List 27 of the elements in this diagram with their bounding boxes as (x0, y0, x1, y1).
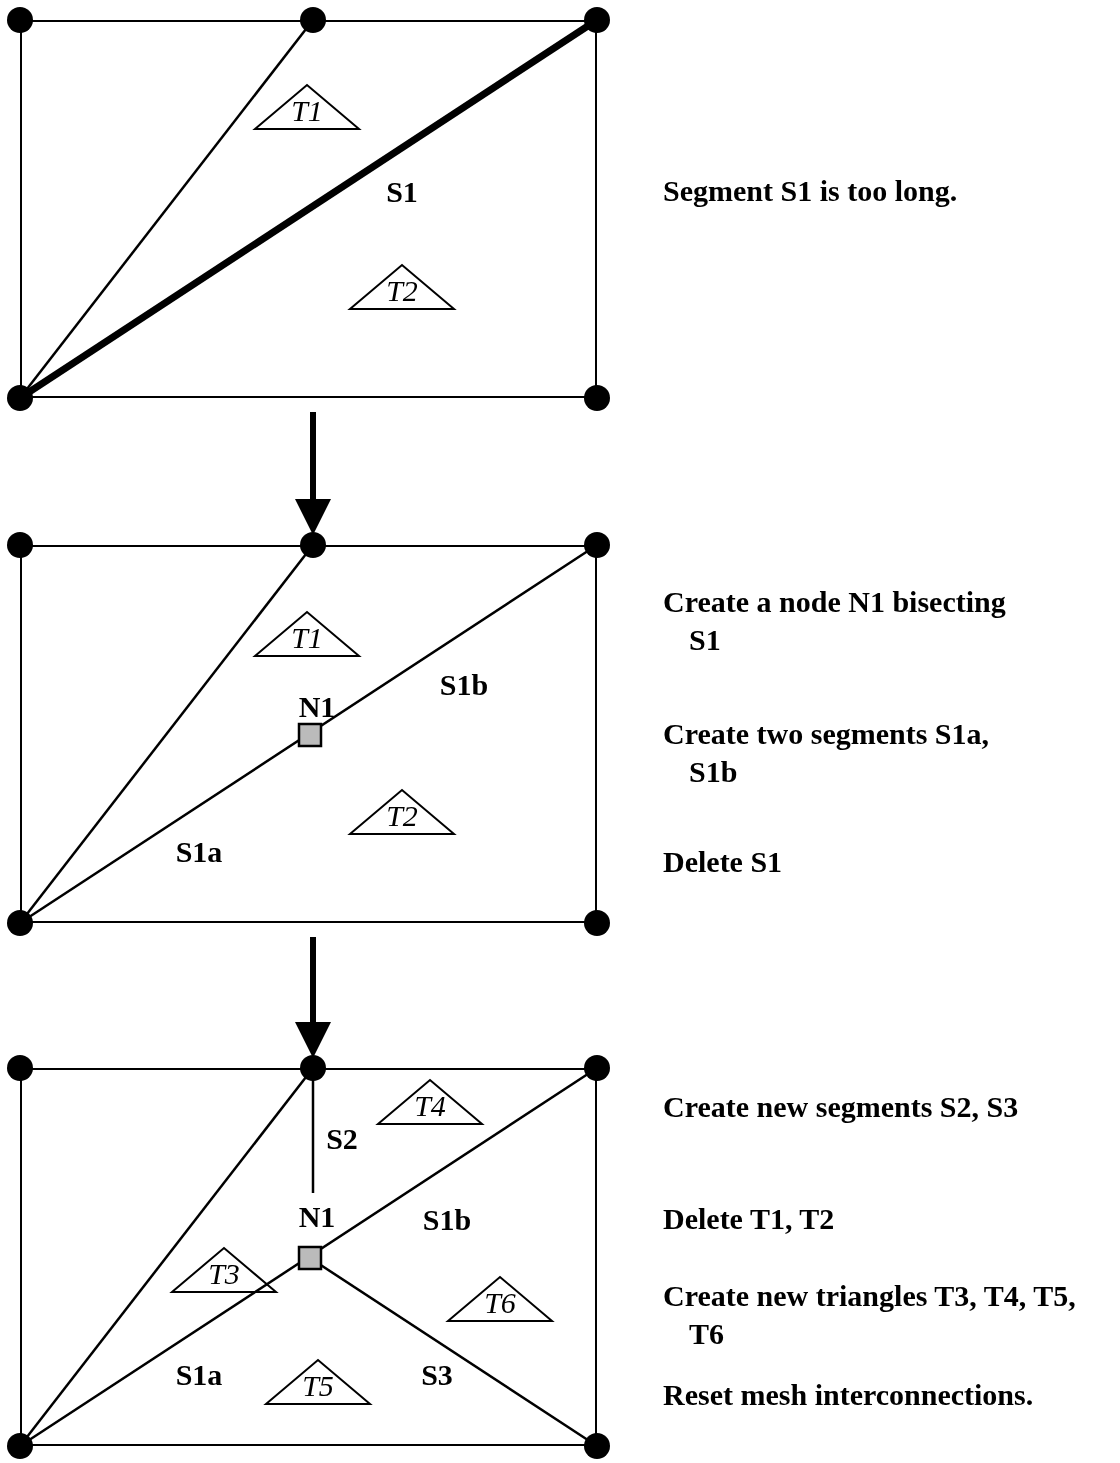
triangle-marker: T6 (447, 1276, 553, 1322)
segment-label: S1a (175, 1360, 223, 1390)
arrow (295, 412, 331, 535)
step-note: Delete T1, T2 (663, 1201, 836, 1237)
triangle-marker: T2 (349, 264, 455, 310)
triangle-marker: T2 (349, 789, 455, 835)
triangle-marker: T3 (171, 1247, 277, 1293)
step-note: Create two segments S1a, S1b (663, 716, 991, 790)
arrow (295, 937, 331, 1058)
segment-label: S1b (422, 1205, 472, 1235)
segment-label: S3 (421, 1360, 453, 1390)
step-note: Create a node N1 bisecting S1 (663, 584, 1007, 658)
segment-label: S2 (326, 1124, 358, 1154)
segment-label: S1 (386, 177, 418, 207)
step-note: Segment S1 is too long. (663, 173, 959, 209)
triangle-marker: T5 (265, 1359, 371, 1405)
step-note: Delete S1 (663, 844, 784, 880)
segment-label: S1b (439, 670, 489, 700)
triangle-marker: T1 (254, 611, 360, 657)
segment-label: N1 (298, 692, 336, 722)
triangle-marker: T1 (254, 84, 360, 130)
step-note: Reset mesh interconnections. (663, 1377, 1035, 1413)
step-note: Create new segments S2, S3 (663, 1089, 1020, 1125)
triangle-marker: T4 (377, 1079, 483, 1125)
segment-label: S1a (175, 837, 223, 867)
step-note: Create new triangles T3, T4, T5, T6 (663, 1278, 1077, 1352)
segment-label: N1 (298, 1202, 336, 1232)
